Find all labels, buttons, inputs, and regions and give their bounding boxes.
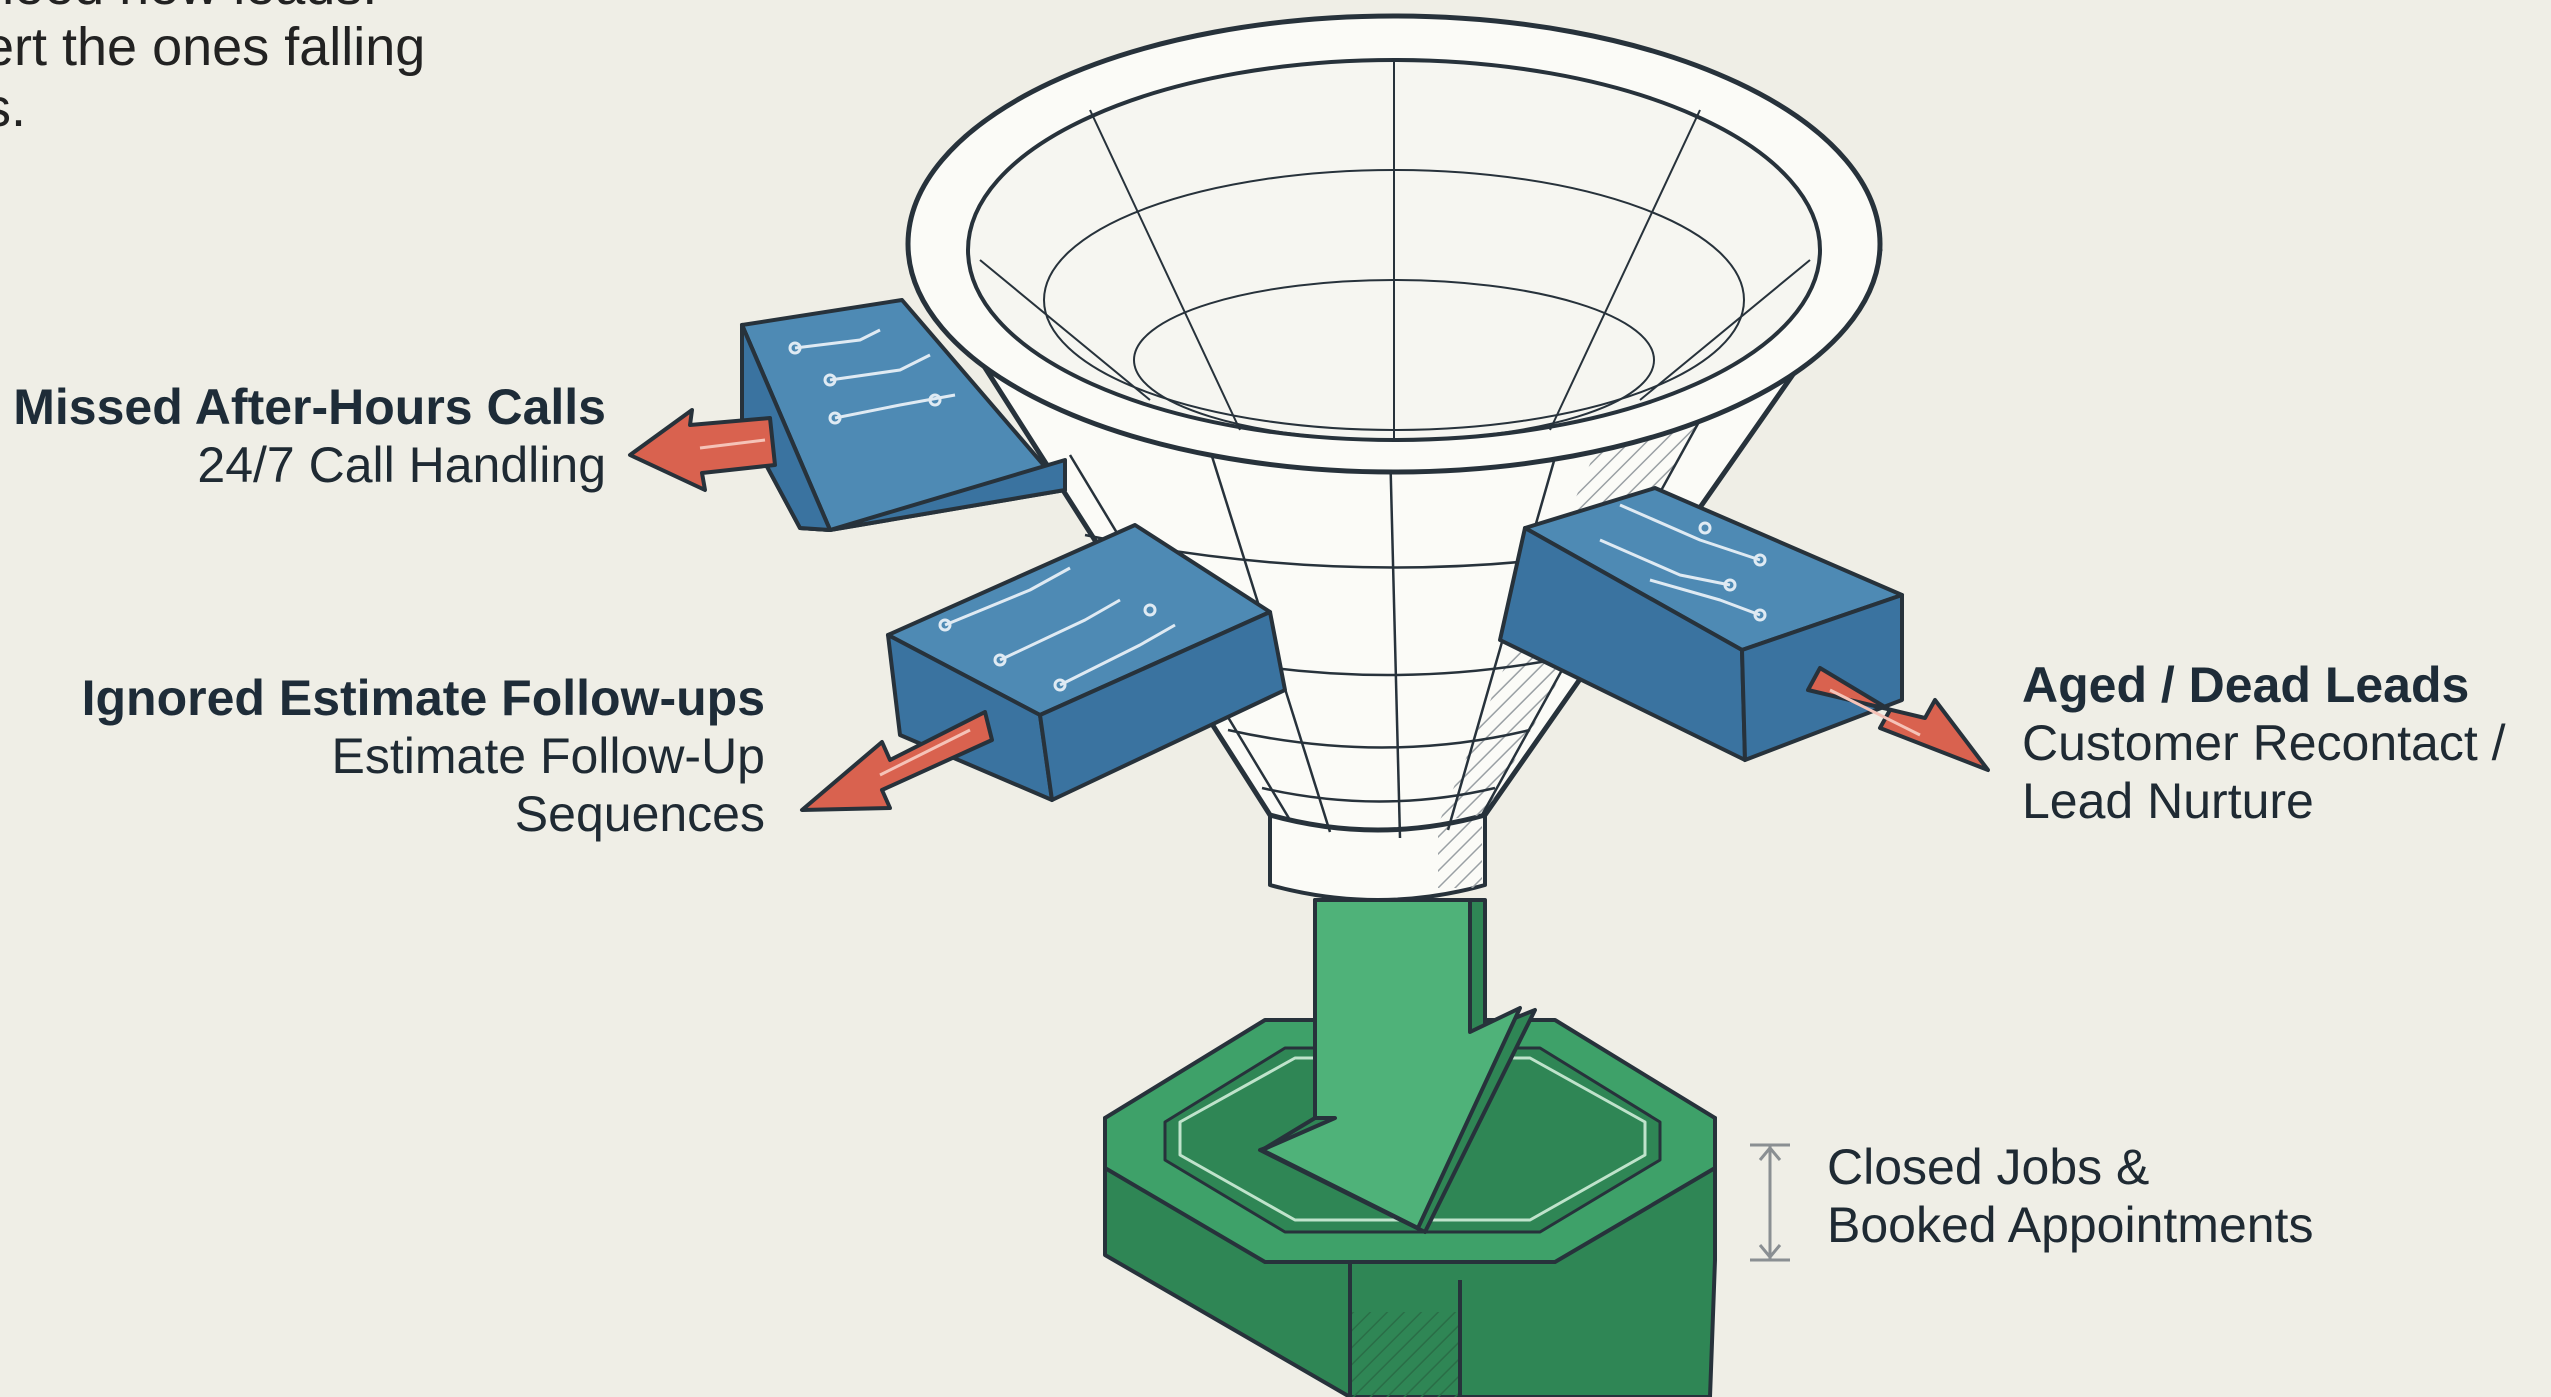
leak-arrow-icon <box>800 710 994 812</box>
intro-text: need new leads. ert the ones falling s. <box>0 0 425 139</box>
height-marker-icon <box>1750 1143 1790 1262</box>
funnel-icon <box>905 13 1883 902</box>
circuit-module-icon <box>740 298 1067 532</box>
leak-solution: Customer Recontact / <box>2022 715 2506 771</box>
intro-line: ert the ones falling <box>0 17 426 78</box>
leak-arrow-icon <box>1806 666 1990 772</box>
leak-solution: Lead Nurture <box>2022 773 2314 829</box>
leak-label-estimate-followups: Ignored Estimate Follow-ups Estimate Fol… <box>82 669 765 843</box>
leak-title: Missed After-Hours Calls <box>13 379 606 435</box>
leak-solution: Sequences <box>514 786 765 842</box>
intro-line: s. <box>0 78 27 139</box>
leak-arrow-icon <box>628 408 777 492</box>
leak-title: Ignored Estimate Follow-ups <box>81 670 765 726</box>
outcome-line: Closed Jobs & <box>1827 1139 2150 1195</box>
intro-line: need new leads. <box>0 0 425 17</box>
circuit-module-icon <box>1498 486 1904 762</box>
leak-title: Aged / Dead Leads <box>2022 657 2470 713</box>
outcome-line: Booked Appointments <box>1827 1197 2314 1253</box>
down-arrow-icon <box>1258 898 1537 1234</box>
leak-solution: Estimate Follow-Up <box>331 728 765 784</box>
leak-label-missed-calls: Missed After-Hours Calls 24/7 Call Handl… <box>13 378 606 494</box>
leak-label-aged-leads: Aged / Dead Leads Customer Recontact / L… <box>2022 656 2506 830</box>
leak-solution: 24/7 Call Handling <box>197 437 606 493</box>
outcome-label: Closed Jobs & Booked Appointments <box>1827 1138 2313 1254</box>
